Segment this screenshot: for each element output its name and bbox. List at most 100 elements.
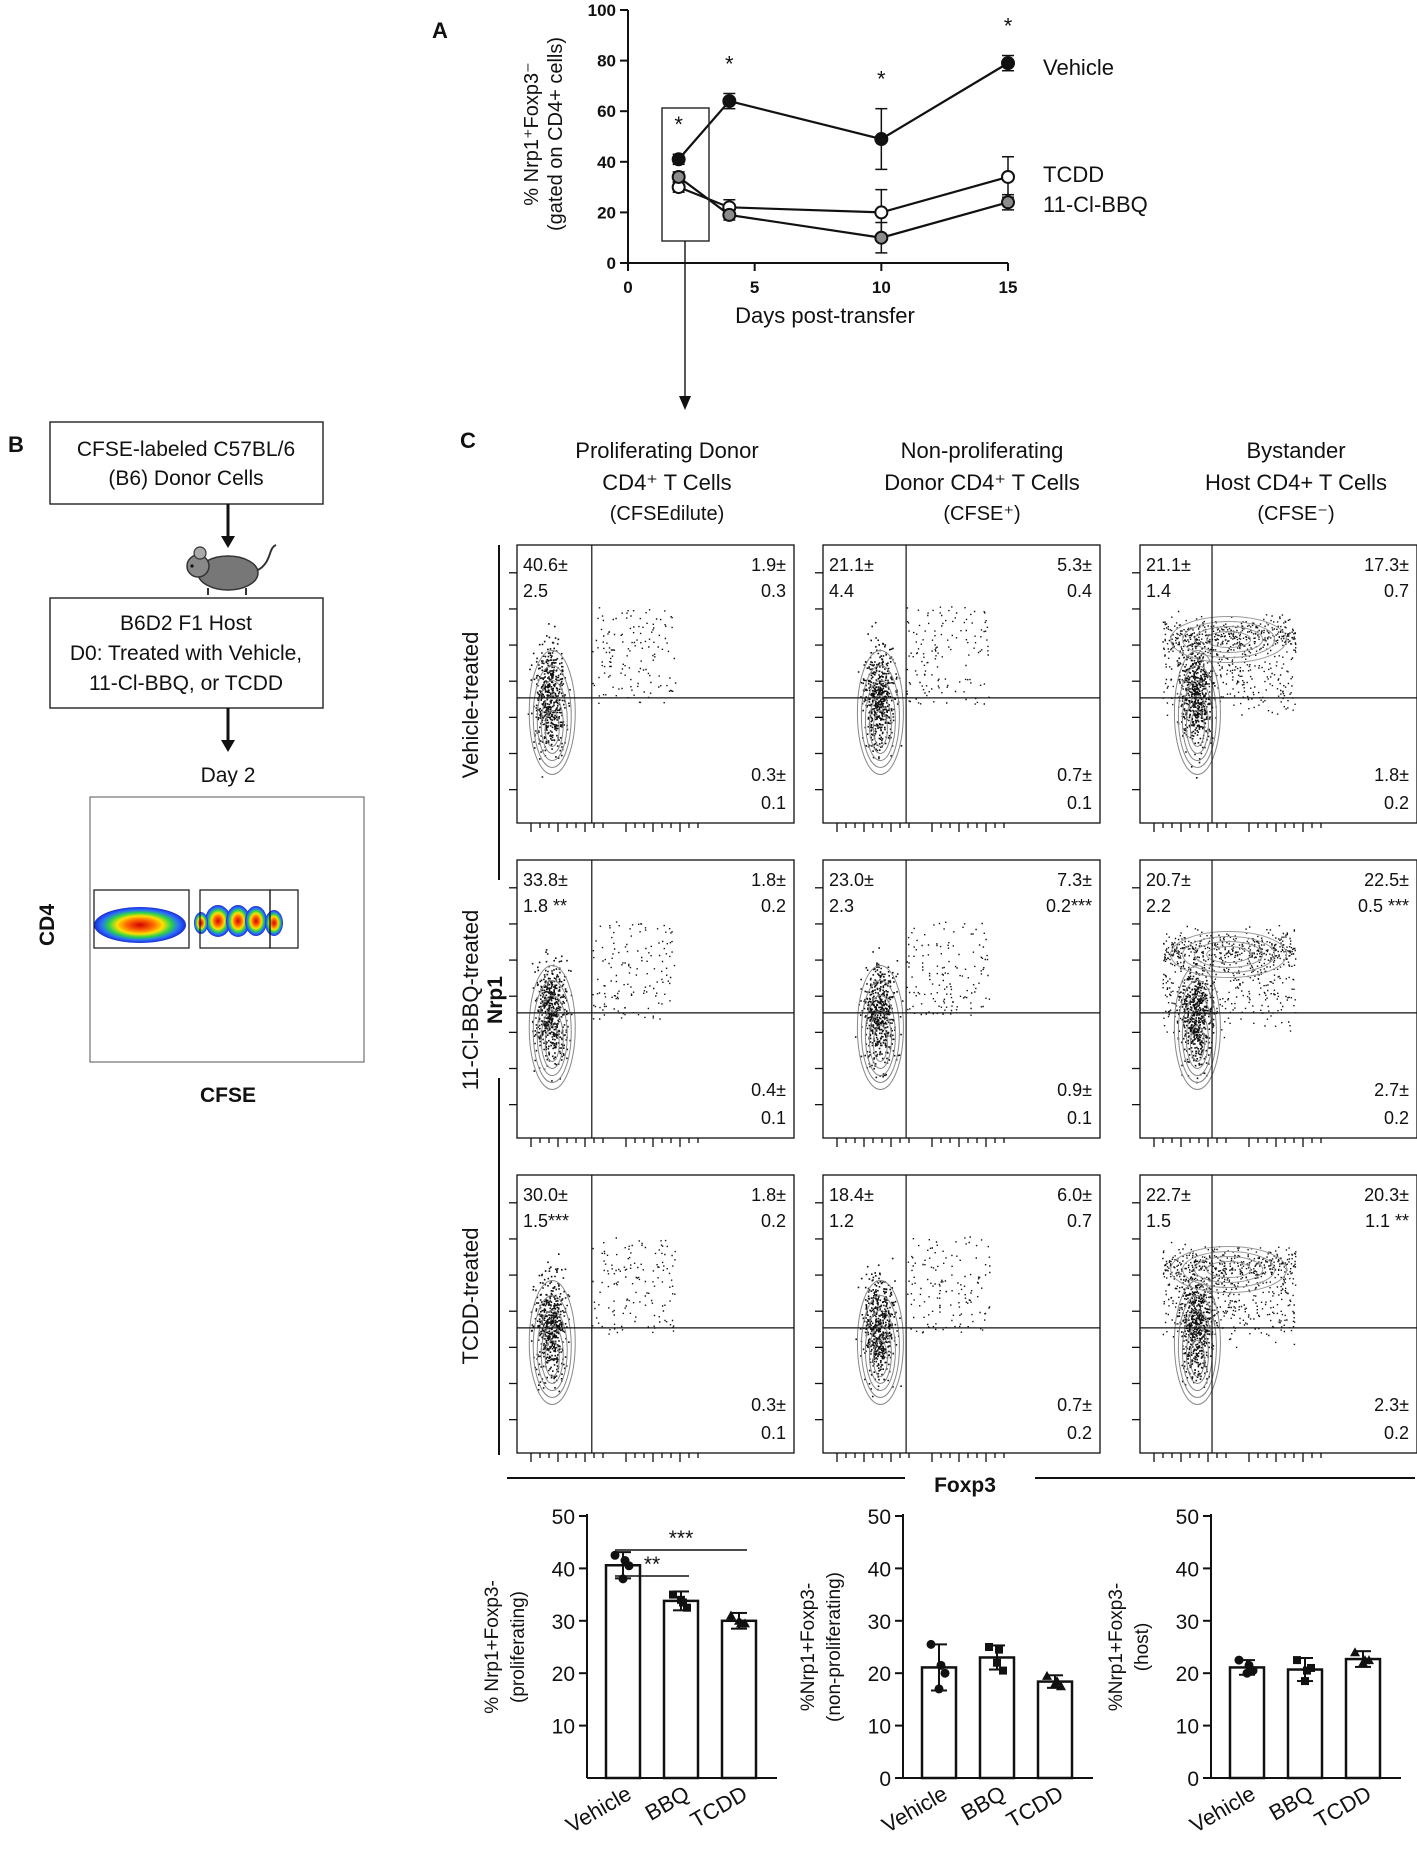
flow-arrowhead-1 <box>221 536 235 548</box>
quadrant-ul-sd: 2.2 <box>1146 896 1171 916</box>
data-point <box>1001 195 1015 210</box>
density-contour <box>1194 626 1264 654</box>
quadrant-ur-sd: 0.5 *** <box>1358 896 1409 916</box>
host-box-line2: D0: Treated with Vehicle, <box>70 642 302 665</box>
quadrant-lr-sd: 0.1 <box>1067 1108 1092 1128</box>
panel-a-xlabel: Days post-transfer <box>735 303 915 328</box>
panel-a-ylabel-line2: (gated on CD4+ cells) <box>545 37 567 231</box>
quadrant-lr-sd: 0.2 <box>1067 1423 1092 1443</box>
x-tick-label: 10 <box>872 278 891 297</box>
quadrant-ur-value: 5.3± <box>1057 555 1092 575</box>
quadrant-ur-sd: 0.2 <box>761 1211 786 1231</box>
flow-events <box>1162 925 1297 1084</box>
data-point <box>926 1639 936 1649</box>
bar-Vehicle <box>1228 1666 1266 1780</box>
y-axis-label: %Nrp1+Foxp3- <box>798 1583 819 1711</box>
y-axis-label: (host) <box>1132 1623 1153 1672</box>
quadrant-lr-sd: 0.1 <box>761 793 786 813</box>
cfse-plot-frame <box>89 796 365 1063</box>
data-point <box>669 1590 677 1599</box>
y-tick-label: 30 <box>552 1611 575 1634</box>
density-contour <box>1170 1246 1288 1294</box>
y-tick-label: 30 <box>868 1611 891 1634</box>
quadrant-ur-value: 1.8± <box>751 1185 786 1205</box>
x-tick-label: 15 <box>999 278 1018 297</box>
density-contour <box>540 1324 564 1384</box>
quadrant-ul-value: 33.8± <box>523 870 568 890</box>
quadrant-lr-sd: 0.2 <box>1384 1423 1409 1443</box>
data-point <box>620 1556 630 1566</box>
data-point <box>936 1660 946 1670</box>
density-contour <box>864 679 896 761</box>
quadrant-ul-value: 18.4± <box>829 1185 874 1205</box>
flow-events <box>530 1237 676 1393</box>
flow-plot-r3-c1: 30.0±1.5***1.8±0.20.3±0.1 <box>509 1174 795 1462</box>
nrp1-axis-label: Nrp1 <box>484 976 507 1024</box>
quadrant-ul-value: 22.7± <box>1146 1185 1191 1205</box>
density-contour <box>872 709 888 747</box>
bar-Vehicle <box>604 1564 642 1780</box>
y-tick-label: 50 <box>1176 1506 1199 1529</box>
data-point <box>993 1658 1001 1667</box>
significance-star: * <box>877 67 886 92</box>
density-contour <box>528 964 576 1090</box>
quadrant-ul-value: 23.0± <box>829 870 874 890</box>
col3-header-line3: (CFSE⁻) <box>1257 503 1334 525</box>
density-contour <box>1173 964 1221 1090</box>
density-contour <box>860 979 900 1083</box>
density-contour <box>1194 941 1264 969</box>
density-contour <box>536 994 568 1076</box>
data-point <box>1301 1677 1309 1686</box>
significance-label: *** <box>669 1527 694 1550</box>
data-point <box>940 1668 950 1678</box>
category-label: TCDD <box>1310 1781 1375 1833</box>
density-contour <box>1170 616 1288 664</box>
density-contour <box>1185 1009 1209 1069</box>
flow-plot-r3-c3: 22.7±1.520.3±1.1 **2.3±0.2 <box>1132 1174 1417 1462</box>
y-tick-label: 100 <box>588 1 616 20</box>
density-contour <box>1206 1261 1252 1279</box>
x-tick-label: 0 <box>623 278 632 297</box>
density-contour <box>1189 1024 1205 1062</box>
flow-plot-r3-c2: 18.4±1.26.0±0.70.7±0.2 <box>815 1174 1101 1462</box>
y-tick-label: 40 <box>597 153 616 172</box>
quadrant-lr-sd: 0.1 <box>1067 793 1092 813</box>
quadrant-ur-sd: 0.7 <box>1384 581 1409 601</box>
series-label: Vehicle <box>1043 55 1114 80</box>
col3-header-line2: Host CD4+ T Cells <box>1205 470 1387 495</box>
host-box-line1: B6D2 F1 Host <box>120 612 252 635</box>
quadrant-ur-value: 20.3± <box>1364 1185 1409 1205</box>
density-contour <box>872 1024 888 1062</box>
quadrant-ul-sd: 4.4 <box>829 581 854 601</box>
col1-header-line3: (CFSEdilute) <box>610 503 724 525</box>
gate-arrow-head <box>679 396 691 410</box>
density-contour <box>872 1339 888 1377</box>
quadrant-ur-sd: 1.1 ** <box>1365 1211 1409 1231</box>
series-line-11-Cl-BBQ <box>678 176 1009 239</box>
quadrant-lr-value: 0.7± <box>1057 1395 1092 1415</box>
data-point <box>736 1618 746 1628</box>
flow-plot-r2-c2: 23.0±2.37.3±0.2***0.9±0.1 <box>815 859 1101 1147</box>
significance-label: ** <box>644 1553 660 1576</box>
x-tick-label: 5 <box>750 278 759 297</box>
quadrant-ur-sd: 0.7 <box>1067 1211 1092 1231</box>
quadrant-ul-sd: 2.3 <box>829 896 854 916</box>
data-point <box>679 1598 687 1607</box>
flow-events <box>854 921 991 1079</box>
y-axis-label: (non-proliferating) <box>824 1572 845 1722</box>
bar-TCDD <box>720 1619 758 1780</box>
row-label-bbq: 11-Cl-BBQ-treated <box>458 910 483 1091</box>
cfse-axis-label: CFSE <box>200 1084 256 1107</box>
density-contour <box>1173 649 1221 775</box>
data-point <box>999 1666 1007 1675</box>
data-point <box>610 1550 620 1560</box>
donor-box-line1: CFSE-labeled C57BL/6 <box>77 438 295 461</box>
data-point <box>1056 1681 1066 1691</box>
y-tick-label: 0 <box>1187 1768 1199 1791</box>
quadrant-lr-value: 0.4± <box>751 1080 786 1100</box>
y-tick-label: 10 <box>1176 1716 1199 1739</box>
density-contour <box>1182 1251 1276 1289</box>
data-point <box>995 1645 1003 1654</box>
quadrant-ul-value: 20.7± <box>1146 870 1191 890</box>
